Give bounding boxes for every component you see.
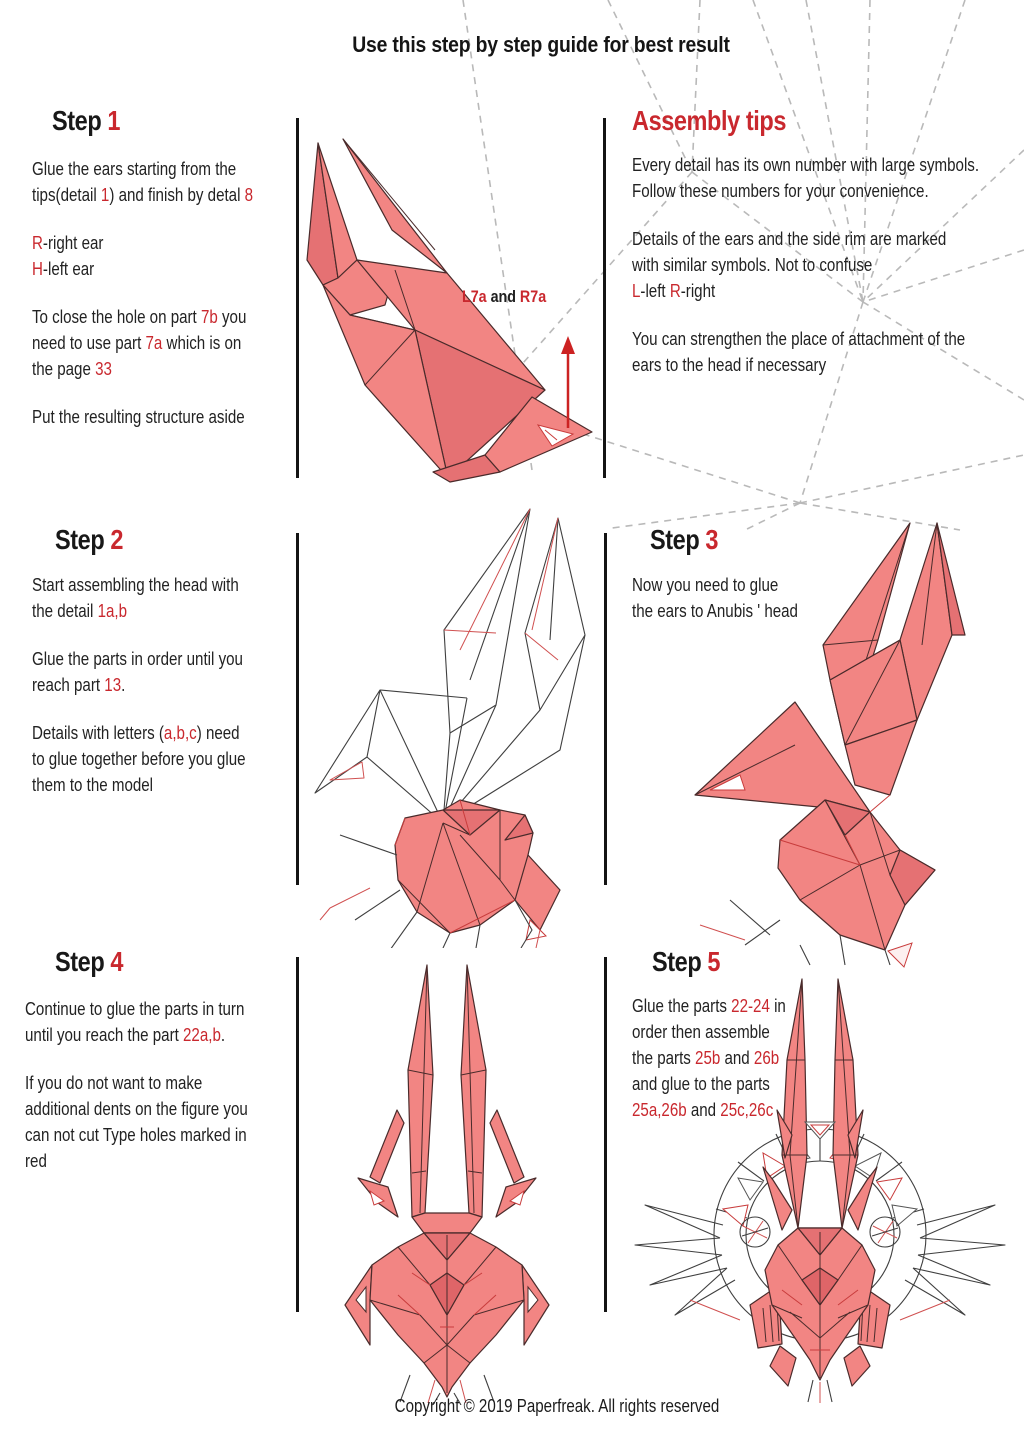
step5-text: Glue the parts 22-24 in order then assem… bbox=[632, 993, 867, 1145]
step3-head-with-ears-diagram bbox=[694, 522, 966, 968]
step4-heading: Step 4 bbox=[55, 946, 124, 977]
step2-paragraph: Glue the parts in order until you reach … bbox=[32, 649, 243, 695]
step1-paragraph: Put the resulting structure aside bbox=[32, 407, 245, 427]
step1-heading: Step 1 bbox=[52, 105, 121, 136]
copyright-notice: Copyright © 2019 Paperfreak. All rights … bbox=[394, 1396, 720, 1416]
step1-diagram-label: L7a and R7a bbox=[462, 287, 547, 306]
page-title: Use this step by step guide for best res… bbox=[352, 32, 730, 57]
assembly-tips-heading: Assembly tips bbox=[632, 105, 787, 136]
step1-paragraph: R-right ear H-left ear bbox=[32, 233, 104, 279]
step5-paragraph: Glue the parts 22-24 in order then assem… bbox=[632, 996, 786, 1120]
step3-heading: Step 3 bbox=[650, 524, 719, 555]
step1-paragraph: Glue the ears starting from the tips(det… bbox=[32, 159, 254, 205]
step3-paragraph: Now you need to glue the ears to Anubis … bbox=[632, 575, 798, 621]
step2-heading: Step 2 bbox=[55, 524, 124, 555]
step1-paragraph: To close the hole on part 7b you need to… bbox=[32, 307, 247, 379]
step2-text: Start assembling the head with the detai… bbox=[32, 572, 284, 820]
step4-front-head-diagram bbox=[344, 964, 550, 1405]
divider-row3-left bbox=[296, 957, 299, 1312]
assembly-tips-paragraph: You can strengthen the place of attachme… bbox=[632, 329, 966, 375]
step4-paragraph: Continue to glue the parts in turn until… bbox=[25, 999, 245, 1045]
step5-full-head-diagram bbox=[634, 978, 1006, 1403]
assembly-tips-text: Every detail has its own number with lar… bbox=[632, 152, 1023, 400]
divider-row3-right bbox=[604, 957, 607, 1312]
step3-text: Now you need to glue the ears to Anubis … bbox=[632, 572, 901, 646]
step5-heading: Step 5 bbox=[652, 946, 721, 977]
assembly-tips-paragraph: Details of the ears and the side rim are… bbox=[632, 229, 947, 301]
divider-row1-right bbox=[603, 118, 606, 478]
step2-paragraph: Details with letters (a,b,c) need to glu… bbox=[32, 723, 246, 795]
step4-text: Continue to glue the parts in turn until… bbox=[25, 996, 285, 1196]
step2-partial-head-diagram bbox=[314, 508, 586, 948]
assembly-tips-paragraph: Every detail has its own number with lar… bbox=[632, 155, 980, 201]
step1-ears-diagram bbox=[306, 138, 593, 483]
step4-paragraph: If you do not want to make additional de… bbox=[25, 1073, 248, 1171]
divider-row1-left bbox=[296, 118, 299, 478]
step2-paragraph: Start assembling the head with the detai… bbox=[32, 575, 239, 621]
step1-text: Glue the ears starting from the tips(det… bbox=[32, 156, 284, 452]
divider-row2-right bbox=[604, 533, 607, 885]
divider-row2-left bbox=[296, 533, 299, 885]
